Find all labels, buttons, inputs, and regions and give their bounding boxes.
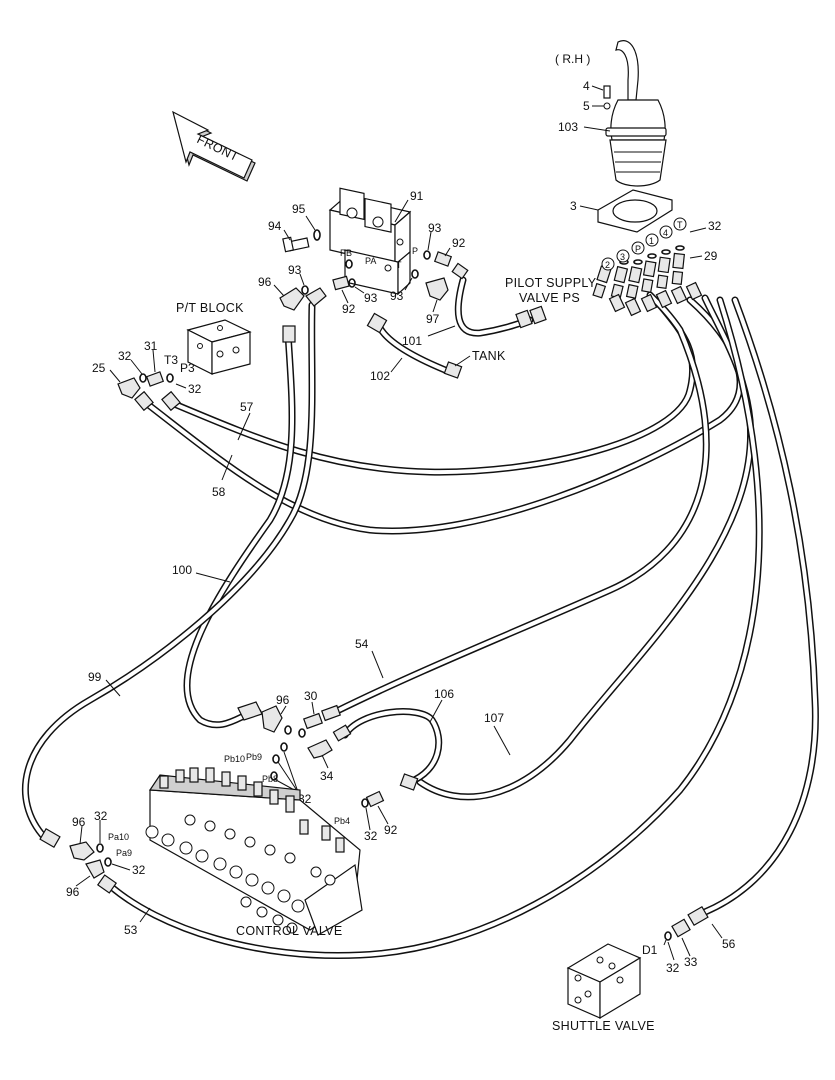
joystick-port-fittings [592,245,703,317]
elbow-96-pa10 [69,841,95,861]
pn-33: 33 [684,955,698,969]
pn-91: 91 [410,189,424,203]
pilot-supply-label-1: PILOT SUPPLY [505,276,597,290]
rh-label: ( R.H ) [555,52,590,66]
pilot-supply-label-2: VALVE PS [519,291,580,305]
pn-93-t: 93 [390,289,404,303]
port-p-label: P [412,246,418,256]
pn-93-p: 93 [428,221,442,235]
port-pb: PB [340,248,352,258]
elbow-25 [117,377,141,399]
pn-93-pb: 93 [288,263,302,277]
pn-4: 4 [583,79,590,93]
pn-29: 29 [704,249,718,263]
pt-block-label: P/T BLOCK [176,301,244,315]
shuttle-valve-label: SHUTTLE VALVE [552,1019,655,1033]
pn-5: 5 [583,99,590,113]
port-pa: PA [365,256,376,266]
washer-95 [313,229,321,241]
pn-25: 25 [92,361,106,375]
port-pb9: Pb9 [246,752,262,762]
hose-56 [701,296,819,916]
pn-96-low: 96 [66,885,80,899]
port-pb4: Pb4 [334,816,350,826]
port-2: 2 [605,260,610,270]
port-4: 4 [663,228,668,238]
pn-101: 101 [402,334,422,348]
port-pa10: Pa10 [108,832,129,842]
tee-34 [307,739,333,759]
port-1: 1 [649,236,654,246]
hose-callouts: 57 58 100 99 54 106 107 53 56 [88,400,736,951]
pn-99: 99 [88,670,102,684]
pn-54: 54 [355,637,369,651]
pn-92-pa: 92 [342,302,356,316]
port-t: T [677,220,683,230]
pn-97: 97 [426,312,440,326]
hose-99 [21,301,316,842]
solenoid-valve-91: 91 PB PA P T 94 95 93 92 93 93 92 93 [258,187,597,383]
pn-96-pa10: 96 [72,815,86,829]
pn-32-pt2: 32 [188,382,202,396]
rh-joystick: ( R.H ) 4 5 103 3 [555,40,722,317]
elbow-96-low [85,859,105,879]
elbow-96-top [279,287,305,311]
port-markers: 2 3 P 1 4 T [601,217,687,271]
pn-56: 56 [722,937,736,951]
port-pb10: Pb10 [224,754,245,764]
mid-fittings: 96 30 34 32 Pb10 Pb9 Pb8 Pb4 32 92 [224,689,419,843]
pn-92-pb4: 92 [384,823,398,837]
pn-32-pa10: 32 [94,809,108,823]
pn-107: 107 [484,711,504,725]
pt-block: P/T BLOCK T3 P3 32 31 25 32 [92,301,252,412]
pn-32-joystick: 32 [708,219,722,233]
shuttle-valve: D1 32 33 SHUTTLE VALVE [552,905,709,1033]
port-pb8: Pb8 [262,774,278,784]
pn-53: 53 [124,923,138,937]
valve-top-ports [159,767,345,853]
valve-spool-caps [145,814,336,934]
pn-30: 30 [304,689,318,703]
pn-31: 31 [144,339,158,353]
washer-5 [603,102,611,110]
pn-34: 34 [320,769,334,783]
pn-93-pa: 93 [364,291,378,305]
hose-100 [183,329,296,729]
hose-group [21,276,819,960]
pn-57: 57 [240,400,254,414]
pn-102: 102 [370,369,390,383]
pn-92-p: 92 [452,236,466,250]
front-direction-arrow: FRONT [172,110,256,182]
pn-96-top: 96 [258,275,272,289]
pn-94: 94 [268,219,282,233]
pn-100: 100 [172,563,192,577]
tank-label: TANK [472,349,506,363]
port-p3: P3 [180,361,195,375]
port-3: 3 [620,252,625,262]
control-valve: CONTROL VALVE [145,767,363,938]
hose-54 [331,291,710,716]
port-t3: T3 [164,353,178,367]
control-valve-label: CONTROL VALVE [236,924,342,938]
pn-32-pa9: 32 [132,863,146,877]
pn-32-pt: 32 [118,349,132,363]
pn-3: 3 [570,199,577,213]
pn-103: 103 [558,120,578,134]
port-t-label: T [396,260,402,270]
elbow-96-mid [261,705,283,733]
port-p: P [635,244,641,254]
elbow-97 [425,277,449,301]
bolt-4 [603,85,611,99]
port-d1: D1 [642,943,658,957]
pn-95: 95 [292,202,306,216]
port-pa9: Pa9 [116,848,132,858]
lower-left-fittings: 96 32 Pa10 Pa9 32 96 [39,809,146,899]
pn-96-mid: 96 [276,693,290,707]
pn-58: 58 [212,485,226,499]
pn-32-pb4: 32 [364,829,378,843]
pn-106: 106 [434,687,454,701]
pn-32-d1: 32 [666,961,680,975]
